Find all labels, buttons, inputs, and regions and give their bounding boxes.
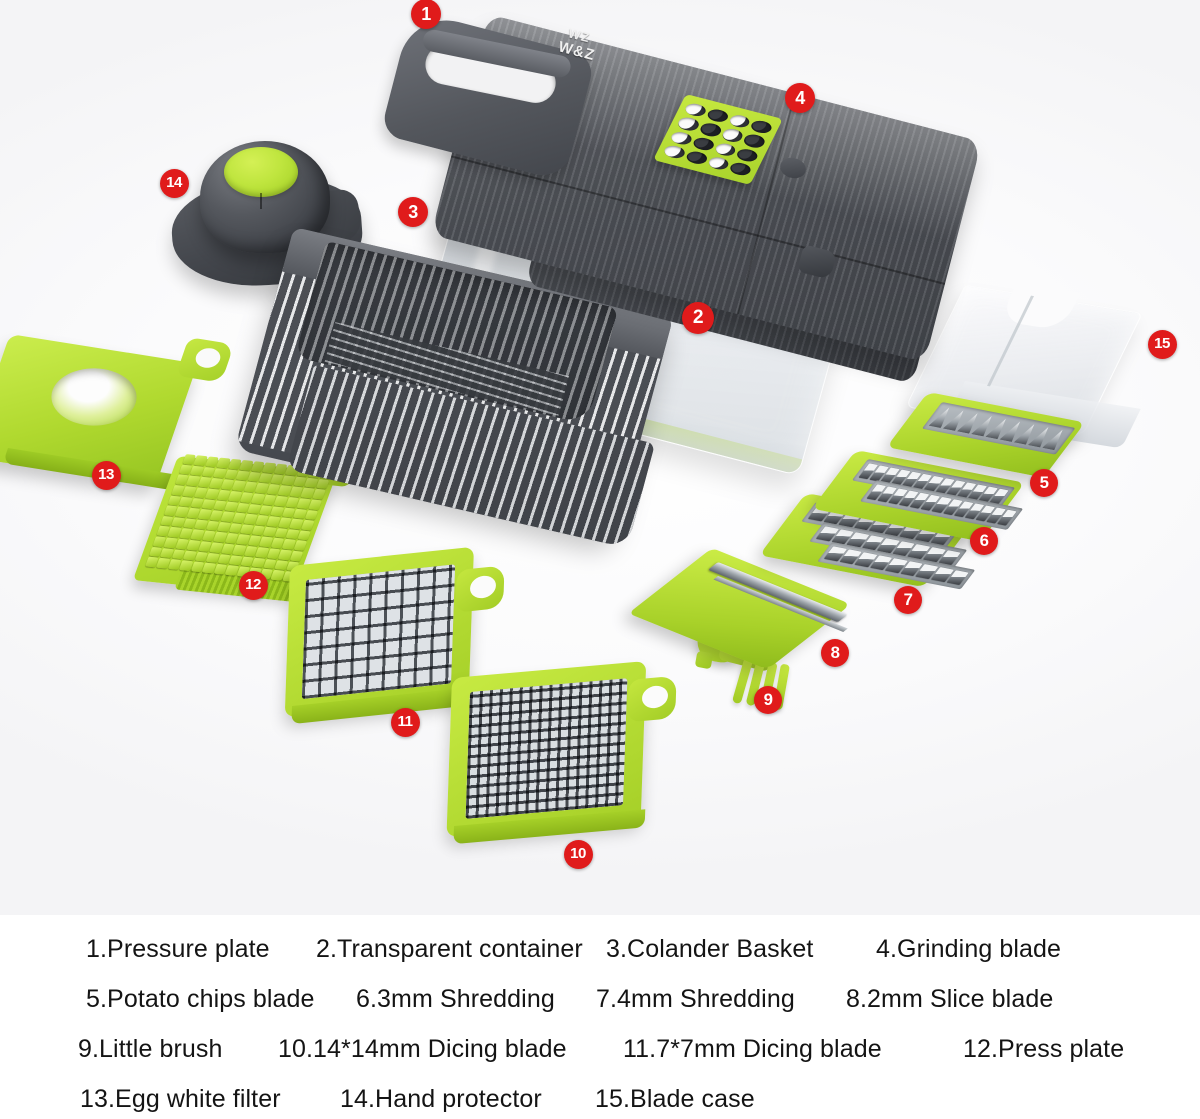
dicing-grid-pattern bbox=[465, 678, 628, 819]
badge-9: 9 bbox=[754, 686, 782, 714]
grind-hole bbox=[713, 141, 738, 158]
part-potato-chips-blade bbox=[886, 392, 1103, 497]
legend-item-4: 4.Grinding blade bbox=[876, 935, 1062, 963]
legend-item-12: 12.Press plate bbox=[963, 1035, 1125, 1063]
badge-5: 5 bbox=[1030, 469, 1058, 497]
parts-legend: 1.Pressure plate 2.Transparent container… bbox=[0, 915, 1200, 1119]
badge-13: 13 bbox=[91, 460, 121, 490]
legend-item-13: 13.Egg white filter bbox=[80, 1085, 281, 1113]
grind-hole bbox=[683, 101, 708, 119]
badge-2: 2 bbox=[682, 302, 714, 334]
dicing-blade-grid bbox=[301, 564, 456, 700]
badge-14: 14 bbox=[159, 168, 189, 198]
badge-4: 4 bbox=[785, 83, 815, 113]
legend-row-3: 9.Little brush 10.14*14mm Dicing blade 1… bbox=[78, 1035, 1124, 1064]
grind-hole bbox=[706, 155, 731, 172]
grind-hole bbox=[662, 143, 687, 160]
legend-item-10: 10.14*14mm Dicing blade bbox=[278, 1035, 567, 1063]
grind-hole bbox=[676, 115, 701, 133]
legend-row-2: 5.Potato chips blade 6.3mm Shredding 7.4… bbox=[86, 985, 1053, 1014]
badge-8: 8 bbox=[821, 639, 849, 667]
badge-10: 10 bbox=[563, 839, 593, 869]
legend-item-9: 9.Little brush bbox=[78, 1035, 223, 1063]
grind-hole bbox=[727, 113, 752, 130]
grind-hole bbox=[684, 149, 709, 166]
hand-protector-seam bbox=[260, 193, 262, 209]
brush-neck bbox=[694, 650, 714, 670]
grind-hole bbox=[669, 129, 694, 146]
badge-7: 7 bbox=[894, 586, 922, 614]
hand-protector-green-cap bbox=[224, 147, 298, 197]
badge-1: 1 bbox=[411, 0, 441, 29]
grind-hole bbox=[742, 132, 767, 150]
badge-15: 15 bbox=[1147, 329, 1177, 359]
grind-hole bbox=[705, 107, 730, 124]
grind-hole bbox=[735, 146, 760, 164]
legend-item-5: 5.Potato chips blade bbox=[86, 985, 315, 1013]
legend-item-2: 2.Transparent container bbox=[316, 935, 583, 963]
legend-item-8: 8.2mm Slice blade bbox=[846, 985, 1054, 1013]
dicing-blade-grid bbox=[465, 678, 628, 819]
grind-hole bbox=[691, 135, 716, 152]
legend-item-3: 3.Colander Basket bbox=[606, 935, 814, 963]
part-pressure-plate-slicer: WZ W&Z bbox=[379, 8, 1008, 385]
legend-item-1: 1.Pressure plate bbox=[86, 935, 270, 963]
grind-hole bbox=[698, 121, 723, 138]
legend-item-14: 14.Hand protector bbox=[340, 1085, 542, 1113]
legend-item-7: 7.4mm Shredding bbox=[596, 985, 795, 1013]
legend-item-15: 15.Blade case bbox=[595, 1085, 755, 1113]
legend-row-4: 13.Egg white filter 14.Hand protector 15… bbox=[80, 1085, 755, 1114]
grind-hole bbox=[728, 160, 753, 178]
grind-hole bbox=[749, 118, 774, 136]
legend-item-11: 11.7*7mm Dicing blade bbox=[623, 1035, 882, 1063]
legend-item-6: 6.3mm Shredding bbox=[356, 985, 555, 1013]
badge-11: 11 bbox=[390, 707, 420, 737]
dicing-grid-pattern bbox=[301, 564, 456, 700]
grind-hole bbox=[720, 127, 745, 144]
badge-6: 6 bbox=[970, 527, 998, 555]
legend-row-1: 1.Pressure plate 2.Transparent container… bbox=[86, 935, 1061, 964]
part-hand-protector bbox=[168, 135, 378, 300]
product-photo-area: WZ W&Z bbox=[0, 0, 1200, 915]
badge-12: 12 bbox=[238, 570, 268, 600]
badge-3: 3 bbox=[398, 197, 428, 227]
